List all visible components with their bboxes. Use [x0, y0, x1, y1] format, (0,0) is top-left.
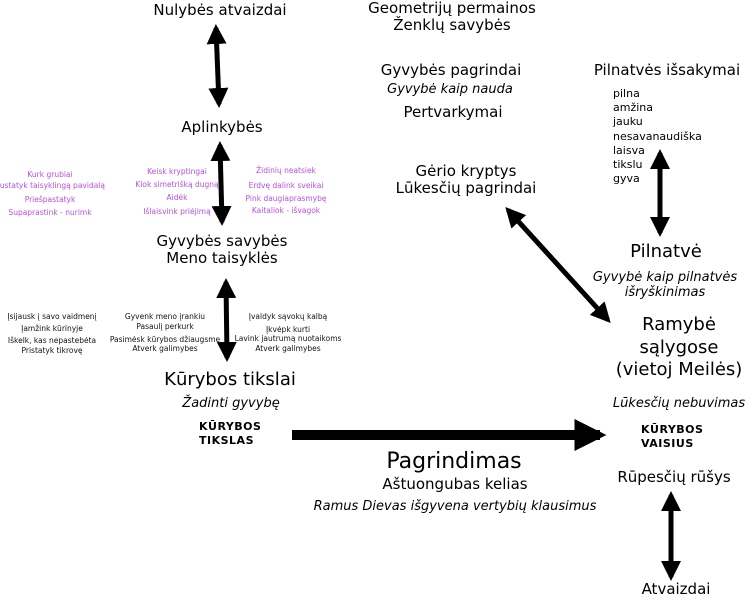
node-gyvybes-pagrindai-title: Gyvybės pagrindai — [380, 61, 522, 79]
node-gyvybes-pagrindai-subtitle: Gyvybė kaip nauda — [387, 82, 513, 97]
list-item: tikslu — [613, 158, 643, 172]
gerio-kryptys-title: Gėrio kryptys — [415, 162, 517, 180]
purple-item: Kaitaliok - išvagok — [251, 206, 321, 215]
node-rupesciu-rusys: Rūpesčių rūšys — [617, 468, 731, 486]
arrow-aplinkybes-gyvybes-savybes — [210, 141, 232, 226]
arrow-nulybes-aplinkybes — [206, 24, 229, 108]
purple-item: Pink daugiaprasmybę — [245, 194, 327, 203]
purple-group-left: Kurk grubiai Sustatyk taisyklingą pavida… — [0, 170, 105, 218]
list-item: jauku — [613, 115, 643, 129]
small-item: Įamžink kūrinyje — [21, 324, 83, 333]
small-item: Atverk galimybes — [132, 344, 198, 353]
small-item: Pristatyk tikrovę — [21, 346, 83, 355]
small-item: Iškelk, kas nepastebėta — [7, 336, 97, 345]
label-kurybos-tikslas-line1: KŪRYBOS — [199, 420, 262, 433]
purple-item: Supaprastink - nurimk — [8, 208, 92, 217]
list-item: nesavanaudiška — [613, 129, 702, 143]
purple-item: Keisk kryptingai — [147, 167, 207, 176]
node-gerio-kryptys: Gėrio kryptys Lūkesčių pagrindai — [395, 162, 537, 198]
purple-item: Klok simetrišką dugną — [135, 180, 219, 189]
list-item: gyva — [613, 172, 640, 186]
purple-item: Kurk grubiai — [27, 170, 73, 179]
purple-item: Sustatyk taisyklingą pavidalą — [0, 181, 105, 190]
purple-item: Išlaisvink priėjimą — [143, 207, 211, 216]
small-item: Pasaulį perkurk — [136, 322, 194, 331]
list-item: pilna — [613, 87, 640, 100]
zenklu-savybes-title: Ženklų savybės — [393, 16, 511, 35]
list-item: amžina — [613, 101, 653, 115]
pilnatves-issakymai-list: pilna amžina jauku nesavanaudiška laisva… — [613, 87, 702, 186]
purple-group-right: Židinių neatsiek Erdvę dalink sveikai Pi… — [245, 166, 327, 216]
list-item: laisva — [613, 143, 645, 157]
ramybe-title-line3: (vietoj Meilės) — [615, 359, 743, 380]
node-ramybe-title: Ramybė sąlygose (vietoj Meilės) — [616, 314, 743, 382]
pilnatve-subtitle-line1: Gyvybė kaip pilnatvės — [592, 270, 738, 285]
node-pertvarkymai: Pertvarkymai — [403, 103, 503, 121]
node-pagrindimas-note: Ramus Dievas išgyvena vertybių klausimus — [313, 499, 597, 514]
node-nulybes-atvaizdai: Nulybės atvaizdai — [153, 1, 287, 19]
node-pilnatve-subtitle: Gyvybė kaip pilnatvės išryškinimas — [592, 270, 738, 301]
purple-item: Erdvę dalink sveikai — [248, 181, 324, 190]
node-pagrindimas-title: Pagrindimas — [386, 449, 522, 474]
small-item: Įsijausk į savo vaidmenį — [7, 312, 97, 321]
node-pilnatves-issakymai-title: Pilnatvės išsakymai — [593, 61, 741, 79]
node-pagrindimas-subtitle: Aštuongubas kelias — [382, 475, 528, 493]
node-atvaizdai: Atvaizdai — [641, 580, 711, 598]
node-aplinkybes: Aplinkybės — [181, 118, 263, 136]
purple-item: Priešpastatyk — [24, 195, 76, 204]
arrow-gyvybes-savybes-kurybos-tikslai — [216, 278, 237, 362]
black-group-right: Įvaldyk sąvokų kalbą Įkvėpk kurti Lavink… — [234, 312, 342, 354]
node-gyvybes-savybes: Gyvybės savybės Meno taisyklės — [156, 232, 288, 268]
node-kurybos-tikslai-subtitle: Žadinti gyvybę — [182, 396, 280, 411]
arrow-gerio-kryptys-ramybe — [505, 207, 611, 323]
black-group-middle: Gyvenk meno įrankiu Pasaulį perkurk Pasi… — [109, 312, 221, 354]
node-pilnatve-title: Pilnatvė — [630, 241, 702, 262]
label-kurybos-vaisius-line1: KŪRYBOS — [641, 423, 704, 436]
purple-item: Židinių neatsiek — [256, 166, 316, 175]
small-item: Atverk galimybes — [255, 344, 321, 353]
lukesciu-pagrindai-title: Lūkesčių pagrindai — [395, 179, 537, 198]
ramybe-title-line2: sąlygose — [639, 336, 719, 358]
node-geometriju-permainos: Geometrijų permainos Ženklų savybės — [368, 0, 536, 35]
purple-item: Aidėk — [166, 193, 188, 202]
small-item: Lavink jautrumą nuotaikoms — [234, 334, 342, 343]
ramybe-title-line1: Ramybė — [642, 314, 716, 335]
small-item: Įkvėpk kurti — [265, 325, 311, 334]
small-item: Pasimėsk kūrybos džiaugsme — [109, 335, 221, 344]
label-kurybos-vaisius-line2: VAISIUS — [641, 437, 694, 451]
geometriju-permainos-title: Geometrijų permainos — [368, 0, 536, 17]
meno-taisykles-title: Meno taisyklės — [166, 249, 278, 268]
purple-group-middle: Keisk kryptingai Klok simetrišką dugną A… — [135, 167, 219, 217]
black-group-left: Įsijausk į savo vaidmenį Įamžink kūrinyj… — [7, 312, 97, 356]
small-item: Gyvenk meno įrankiu — [124, 312, 206, 321]
label-kurybos-vaisius: KŪRYBOS VAISIUS — [641, 423, 703, 452]
gyvybes-savybes-title: Gyvybės savybės — [156, 232, 288, 250]
node-ramybe-subtitle: Lūkesčių nebuvimas — [612, 396, 746, 411]
label-kurybos-tikslas: KŪRYBOS TIKSLAS — [199, 420, 261, 449]
node-kurybos-tikslai-title: Kūrybos tikslai — [164, 369, 296, 390]
pilnatve-subtitle-line2: išryškinimas — [624, 284, 706, 300]
label-kurybos-tikslas-line2: TIKSLAS — [199, 434, 254, 448]
small-item: Įvaldyk sąvokų kalbą — [248, 312, 328, 321]
